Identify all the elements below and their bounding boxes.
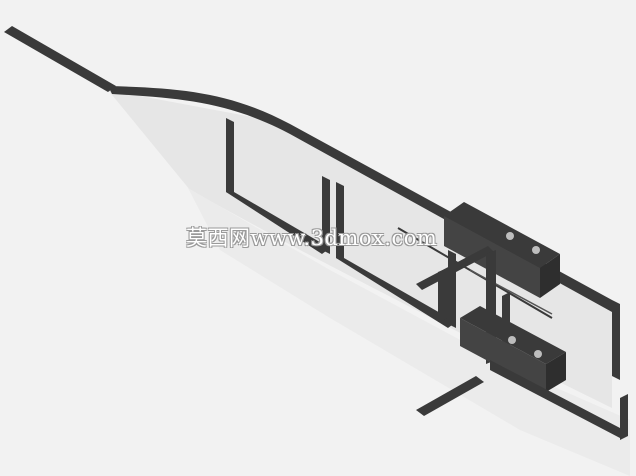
corner-post [620, 394, 628, 440]
bottom-rail [490, 360, 620, 438]
tip-rail [4, 26, 116, 92]
left-frame-vertical-front [322, 176, 330, 254]
bottom-right-post [612, 300, 620, 380]
upper-bolt-1 [506, 232, 514, 240]
foot-leg [416, 376, 484, 416]
cross-bar [416, 246, 494, 290]
upper-bracket-top [444, 202, 560, 268]
mid-frame-bottom [336, 258, 456, 328]
lower-bracket-side [546, 352, 566, 392]
clamp-post-left [438, 268, 448, 322]
lower-plate-face [188, 188, 630, 476]
left-frame-vertical-back [226, 118, 234, 196]
watermark-text: 莫西网www.3dmox.com [186, 226, 438, 250]
lower-bolt-1 [508, 336, 516, 344]
lower-bracket-top [460, 306, 566, 364]
lower-bolt-2 [534, 350, 542, 358]
left-frame-bottom [226, 192, 330, 254]
thin-rod-2 [469, 269, 553, 315]
mid-frame-vertical-back [336, 182, 344, 262]
lower-bracket-front [460, 318, 546, 392]
upper-bolt-2 [532, 246, 540, 254]
upper-bracket-side [540, 254, 560, 298]
